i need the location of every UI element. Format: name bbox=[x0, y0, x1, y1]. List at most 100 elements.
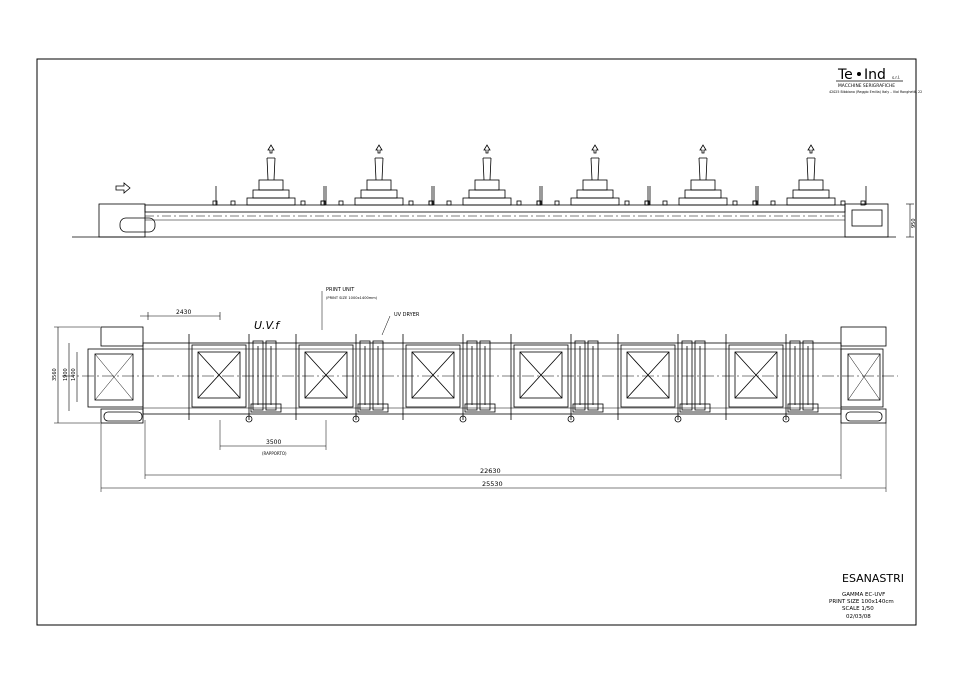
belt-support bbox=[212, 200, 218, 206]
pallet-diagonal bbox=[197, 351, 241, 399]
belt-support bbox=[320, 200, 326, 206]
infeed-pallet bbox=[94, 353, 134, 401]
infeed-pallet-diag-b bbox=[94, 353, 134, 401]
infeed-drive bbox=[103, 411, 143, 422]
plan-print-station bbox=[510, 334, 604, 423]
elevation-height-dim: 950 bbox=[911, 218, 917, 228]
print-pallet-outer bbox=[728, 344, 784, 408]
elevation-print-stations bbox=[212, 144, 867, 206]
uv-dryer-lamp bbox=[681, 340, 693, 411]
print-pallet-outer bbox=[191, 344, 247, 408]
print-head-column bbox=[590, 157, 600, 181]
print-head-column bbox=[806, 157, 816, 181]
uv-dryer-base bbox=[464, 403, 496, 413]
infeed-table bbox=[87, 348, 144, 408]
sheet-border bbox=[36, 58, 917, 626]
uv-dryer-base bbox=[572, 403, 604, 413]
logo-address: 42025 Bibbiano (Reggio Emilia) Italy – V… bbox=[829, 90, 922, 94]
plan-print-station bbox=[402, 334, 496, 423]
infeed-corner-bottom bbox=[100, 408, 144, 424]
up-arrow-icon bbox=[483, 144, 491, 154]
infeed-end-frame bbox=[98, 203, 146, 238]
print-pallet bbox=[197, 351, 241, 399]
print-pallet bbox=[304, 351, 348, 399]
print-head-base bbox=[468, 189, 506, 199]
tail-unit bbox=[851, 209, 883, 227]
station-pivot bbox=[567, 415, 575, 423]
print-head-column bbox=[482, 157, 492, 181]
elevation-print-unit bbox=[536, 144, 651, 206]
flow-direction-arrow-icon bbox=[115, 182, 131, 194]
outfeed-pallet bbox=[847, 353, 881, 401]
conveyor-beam bbox=[144, 204, 846, 213]
belt-support bbox=[624, 200, 630, 206]
uv-dryer-lamp bbox=[359, 340, 371, 411]
dim-width-total: 3560 bbox=[52, 368, 58, 381]
uv-dryer-lamp bbox=[252, 340, 264, 411]
belt-support bbox=[644, 200, 650, 206]
print-pallet bbox=[519, 351, 563, 399]
print-pallet-outer bbox=[405, 344, 461, 408]
belt-support bbox=[408, 200, 414, 206]
print-head-base bbox=[252, 189, 290, 199]
plan-print-station bbox=[188, 334, 282, 423]
infeed-corner-top bbox=[100, 326, 144, 347]
belt-support bbox=[752, 200, 758, 206]
print-head-base bbox=[792, 189, 830, 199]
print-pallet bbox=[411, 351, 455, 399]
belt-support bbox=[536, 200, 542, 206]
side-elevation-view bbox=[72, 144, 914, 238]
outfeed-pallet-diag-b bbox=[847, 353, 881, 401]
uv-dryer-lamp bbox=[694, 340, 706, 411]
outfeed-table bbox=[840, 348, 884, 408]
belt-support bbox=[428, 200, 434, 206]
dim-pitch-note: (RAPPORTO) bbox=[262, 451, 287, 456]
uv-dryer-lamp bbox=[466, 340, 478, 411]
uv-dryer-base bbox=[250, 403, 282, 413]
belt-support bbox=[230, 200, 236, 206]
title-line-2: PRINT SIZE 100x140cm bbox=[829, 599, 894, 605]
print-unit-bed bbox=[246, 197, 296, 206]
station-pivot bbox=[674, 415, 682, 423]
print-unit-bed bbox=[570, 197, 620, 206]
print-unit-bed bbox=[462, 197, 512, 206]
belt-support bbox=[662, 200, 668, 206]
print-head-base bbox=[684, 189, 722, 199]
outfeed-corner-top bbox=[840, 326, 887, 347]
logo-brand-right: Ind bbox=[864, 67, 886, 83]
uv-dryer-label: UV DRYER bbox=[394, 312, 420, 318]
drive-unit bbox=[119, 217, 156, 233]
print-head-carriage bbox=[258, 179, 284, 191]
uv-dryer-lamp bbox=[265, 340, 277, 411]
print-head-carriage bbox=[366, 179, 392, 191]
pallet-diagonal bbox=[734, 351, 778, 399]
up-arrow-icon bbox=[807, 144, 815, 154]
print-pallet bbox=[626, 351, 670, 399]
uv-dryer-lamp bbox=[789, 340, 801, 411]
uv-dryer-lamp bbox=[587, 340, 599, 411]
belt-support bbox=[840, 200, 846, 206]
up-arrow-icon bbox=[267, 144, 275, 154]
plan-print-station bbox=[295, 334, 389, 423]
logo-tagline: MACCHINE SERIGRAFICHE bbox=[838, 83, 895, 89]
station-pivot bbox=[782, 415, 790, 423]
elevation-print-unit bbox=[752, 144, 867, 206]
dim-width-inner: 1400 bbox=[71, 368, 77, 381]
belt-support bbox=[732, 200, 738, 206]
uvf-label: U.V.f bbox=[254, 319, 281, 332]
print-head-column bbox=[374, 157, 384, 181]
print-pallet-outer bbox=[620, 344, 676, 408]
dim-pitch-top: 2430 bbox=[176, 309, 191, 316]
belt-support bbox=[644, 200, 650, 206]
elevation-print-unit bbox=[212, 144, 327, 206]
up-arrow-icon bbox=[375, 144, 383, 154]
elevation-print-unit bbox=[320, 144, 435, 206]
print-pallet-outer bbox=[298, 344, 354, 408]
station-pivot bbox=[459, 415, 467, 423]
logo-dot bbox=[857, 72, 861, 76]
logo-suffix: s.r.l. bbox=[892, 75, 900, 80]
title-line-4: 02/03/08 bbox=[846, 614, 871, 620]
elevation-print-unit bbox=[644, 144, 759, 206]
outfeed-corner-bottom bbox=[840, 408, 887, 424]
